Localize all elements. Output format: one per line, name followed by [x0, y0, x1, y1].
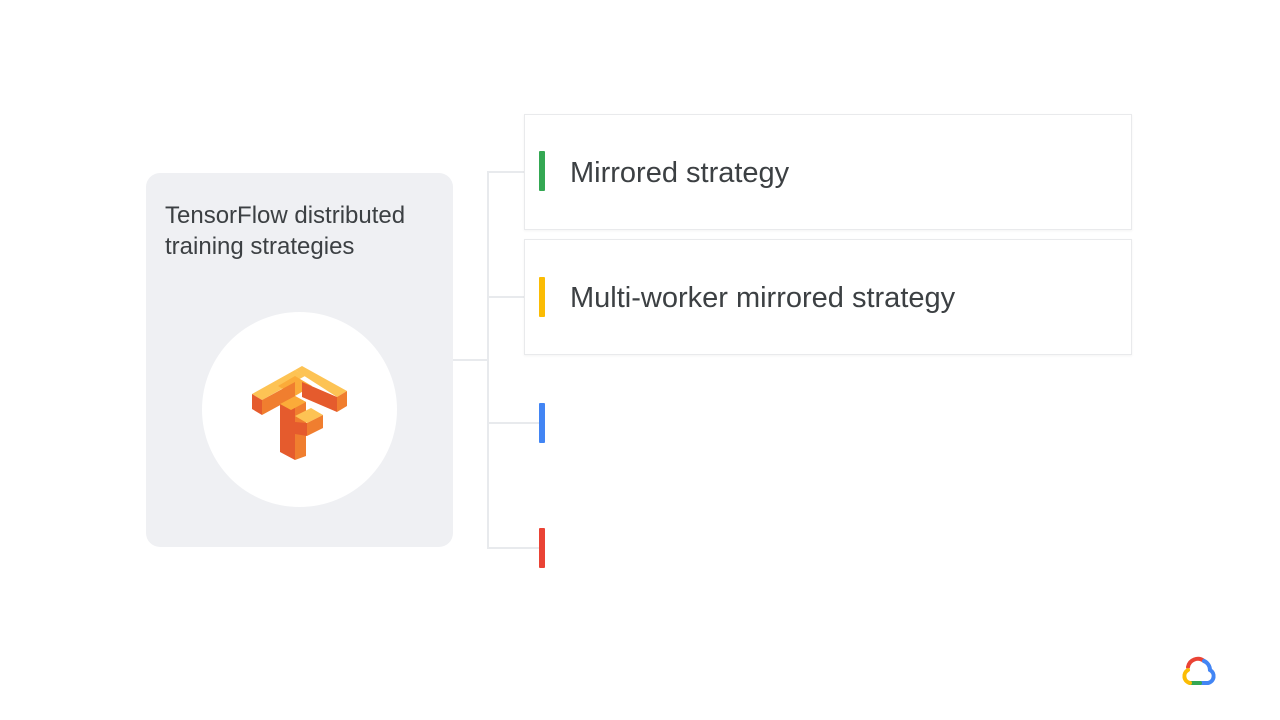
strategy-accent-bar [539, 403, 545, 443]
connector-branch-3 [487, 422, 539, 424]
tensorflow-logo-icon [252, 366, 347, 460]
topic-title: TensorFlow distributed training strategi… [165, 202, 406, 260]
connector-stem [453, 359, 488, 361]
connector-branch-2 [487, 296, 539, 298]
connector-branch-1 [487, 171, 539, 173]
connector-trunk [487, 171, 489, 549]
topic-card: TensorFlow distributed training strategi… [146, 173, 453, 547]
strategy-label-multi-worker: Multi-worker mirrored strategy [570, 282, 956, 314]
strategy-box-mirrored [524, 114, 1132, 230]
connector-branch-4 [487, 547, 539, 549]
logo-circle [202, 312, 397, 507]
strategy-accent-bar [539, 528, 545, 568]
strategy-accent-bar [539, 277, 545, 317]
strategy-accent-bar [539, 151, 545, 191]
strategy-box-multi-worker [524, 239, 1132, 355]
google-cloud-logo-icon [1182, 656, 1216, 685]
strategy-label-mirrored: Mirrored strategy [570, 157, 790, 189]
